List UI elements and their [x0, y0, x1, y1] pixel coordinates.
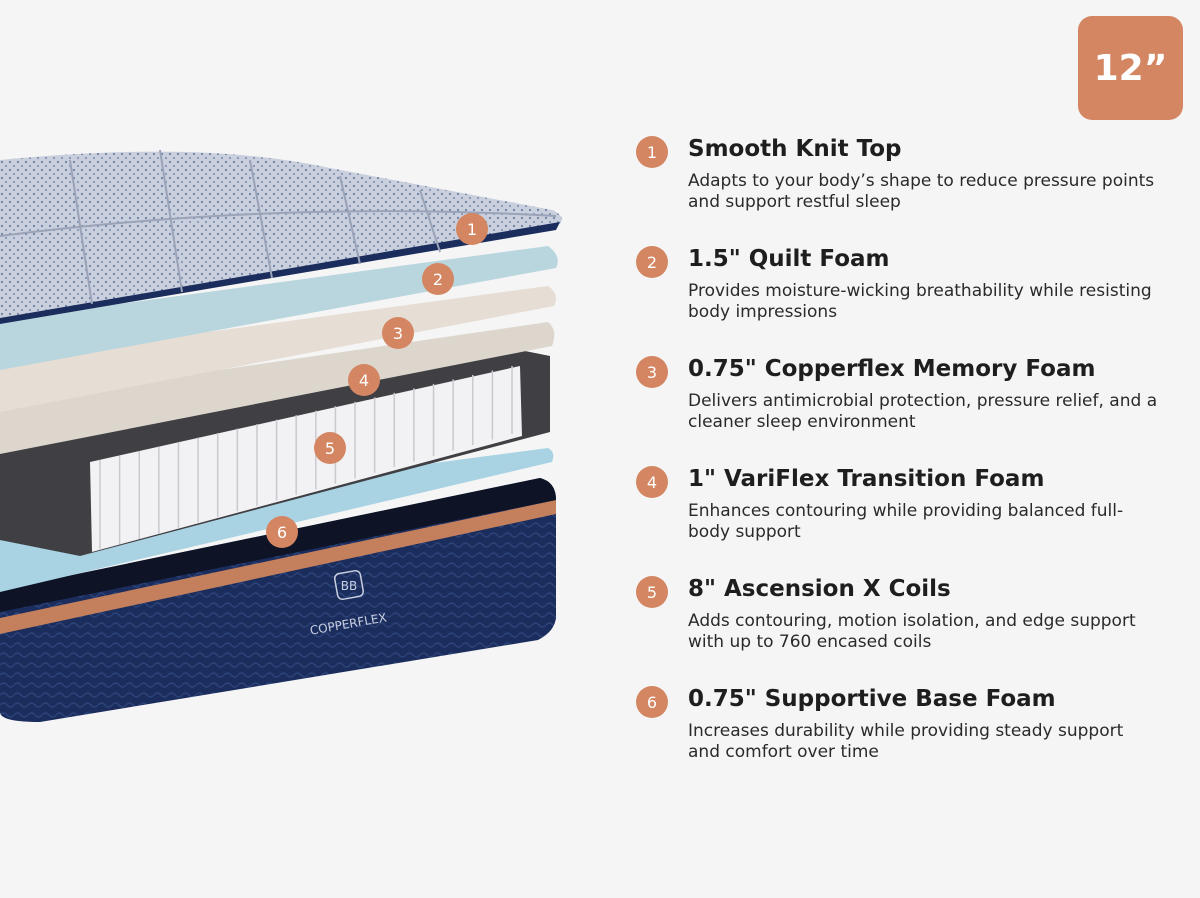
- layer-title: 8" Ascension X Coils: [688, 576, 951, 602]
- layer-title: 0.75" Supportive Base Foam: [688, 686, 1056, 712]
- coil-layer: [0, 350, 550, 556]
- layer-title: 1.5" Quilt Foam: [688, 246, 890, 272]
- layer-number-badge: 5: [636, 576, 668, 608]
- knit-top-layer: [0, 149, 562, 324]
- svg-text:6: 6: [277, 523, 287, 542]
- marker-1: 1: [456, 213, 488, 245]
- svg-text:3: 3: [393, 324, 403, 343]
- marker-3: 3: [382, 317, 414, 349]
- layer-title: 1" VariFlex Transition Foam: [688, 466, 1045, 492]
- layer-description: Adapts to your body’s shape to reduce pr…: [688, 171, 1155, 212]
- layer-list: 1 Smooth Knit Top Adapts to your body’s …: [636, 136, 1176, 796]
- layer-number-badge: 1: [636, 136, 668, 168]
- layer-item: 5 8" Ascension X Coils Adds contouring, …: [636, 576, 1176, 686]
- svg-text:5: 5: [325, 439, 335, 458]
- mattress-height-badge: 12”: [1078, 16, 1183, 120]
- layer-title: 0.75" Copperflex Memory Foam: [688, 356, 1096, 382]
- layer-description: Delivers antimicrobial protection, press…: [688, 391, 1158, 432]
- brand-monogram: BB: [341, 579, 357, 593]
- layer-description: Adds contouring, motion isolation, and e…: [688, 611, 1136, 652]
- layer-markers: 1 2 3 4 5 6: [266, 213, 488, 548]
- layer-number-badge: 3: [636, 356, 668, 388]
- transition-foam-layer: [0, 322, 555, 454]
- marker-4: 4: [348, 364, 380, 396]
- layer-number-badge: 4: [636, 466, 668, 498]
- layer-item: 1 Smooth Knit Top Adapts to your body’s …: [636, 136, 1176, 246]
- layer-item: 6 0.75" Supportive Base Foam Increases d…: [636, 686, 1176, 796]
- layer-title: Smooth Knit Top: [688, 136, 902, 162]
- quilt-foam-layer: [0, 246, 558, 370]
- layer-item: 2 1.5" Quilt Foam Provides moisture-wick…: [636, 246, 1176, 356]
- svg-text:1: 1: [467, 220, 477, 239]
- layer-number-badge: 2: [636, 246, 668, 278]
- marker-6: 6: [266, 516, 298, 548]
- svg-text:4: 4: [359, 371, 369, 390]
- layer-item: 4 1" VariFlex Transition Foam Enhances c…: [636, 466, 1176, 576]
- marker-2: 2: [422, 263, 454, 295]
- layer-item: 3 0.75" Copperflex Memory Foam Delivers …: [636, 356, 1176, 466]
- mattress-cutaway-illustration: BB COPPERFLEX 1 2 3 4 5 6: [0, 149, 562, 722]
- layer-number-badge: 6: [636, 686, 668, 718]
- svg-text:2: 2: [433, 270, 443, 289]
- layer-description: Enhances contouring while providing bala…: [688, 501, 1124, 542]
- memory-foam-layer: [0, 286, 556, 412]
- marker-5: 5: [314, 432, 346, 464]
- layer-description: Provides moisture-wicking breathability …: [688, 281, 1152, 322]
- layer-description: Increases durability while providing ste…: [688, 721, 1124, 762]
